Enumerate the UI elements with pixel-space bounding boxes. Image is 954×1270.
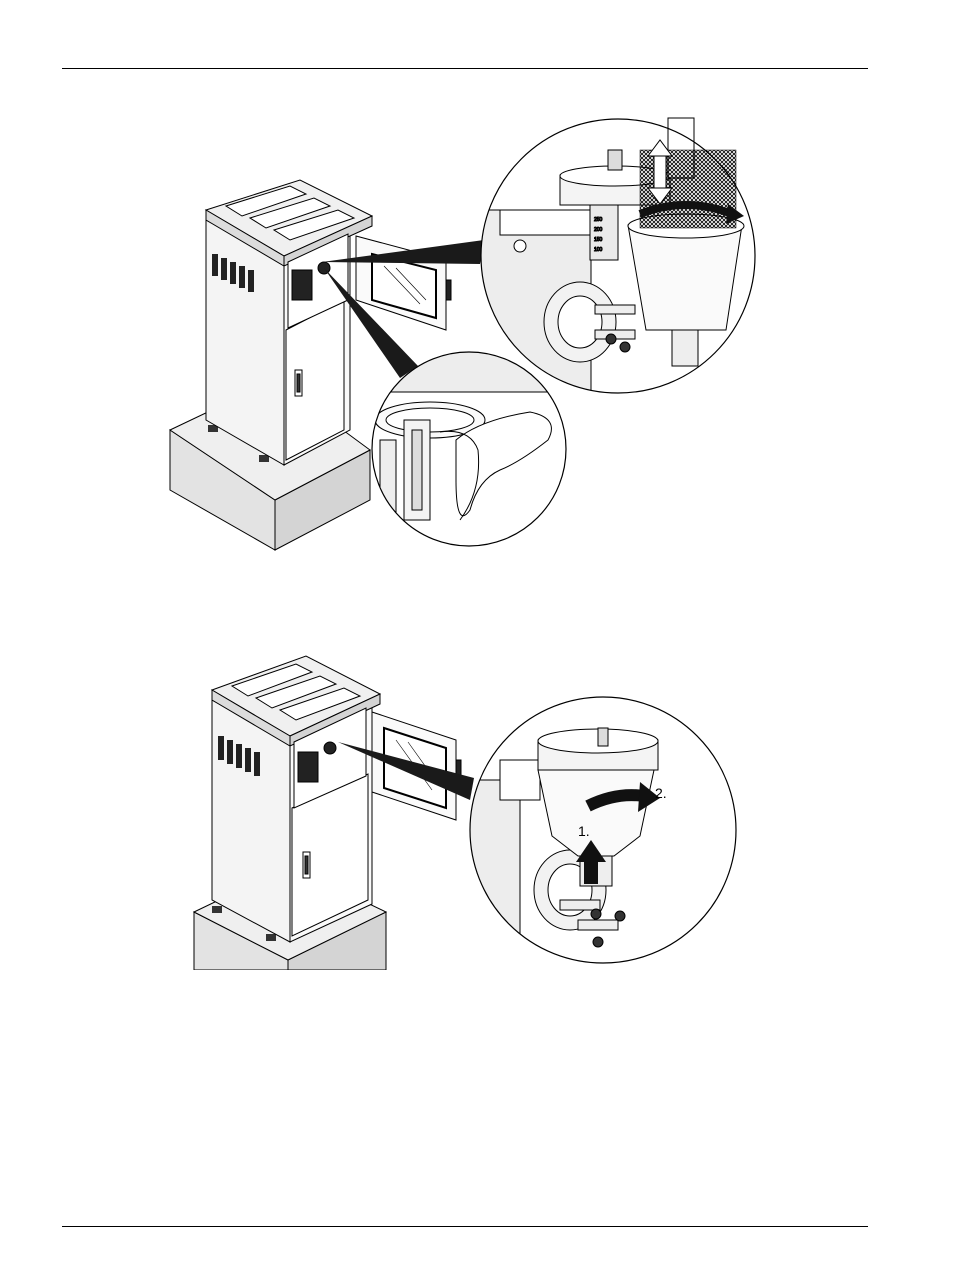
svg-text:250: 250 <box>594 217 603 223</box>
detail-view-removal: 1. 2. <box>470 697 736 963</box>
cleaning-illustration: 250 200 150 100 <box>0 110 954 560</box>
svg-text:150: 150 <box>594 237 603 243</box>
step-1-label: 1. <box>578 823 590 839</box>
svg-text:100: 100 <box>594 247 603 253</box>
header-rule <box>62 68 868 69</box>
cabinet-body <box>212 656 380 942</box>
detail-view-brush: 250 200 150 100 <box>481 118 755 400</box>
removal-illustration: 1. 2. <box>0 650 954 970</box>
detail-view-wipe <box>372 352 572 546</box>
svg-text:200: 200 <box>594 227 603 233</box>
footer-rule <box>62 1226 868 1227</box>
cabinet-body <box>206 180 372 465</box>
step-2-label: 2. <box>655 785 667 801</box>
